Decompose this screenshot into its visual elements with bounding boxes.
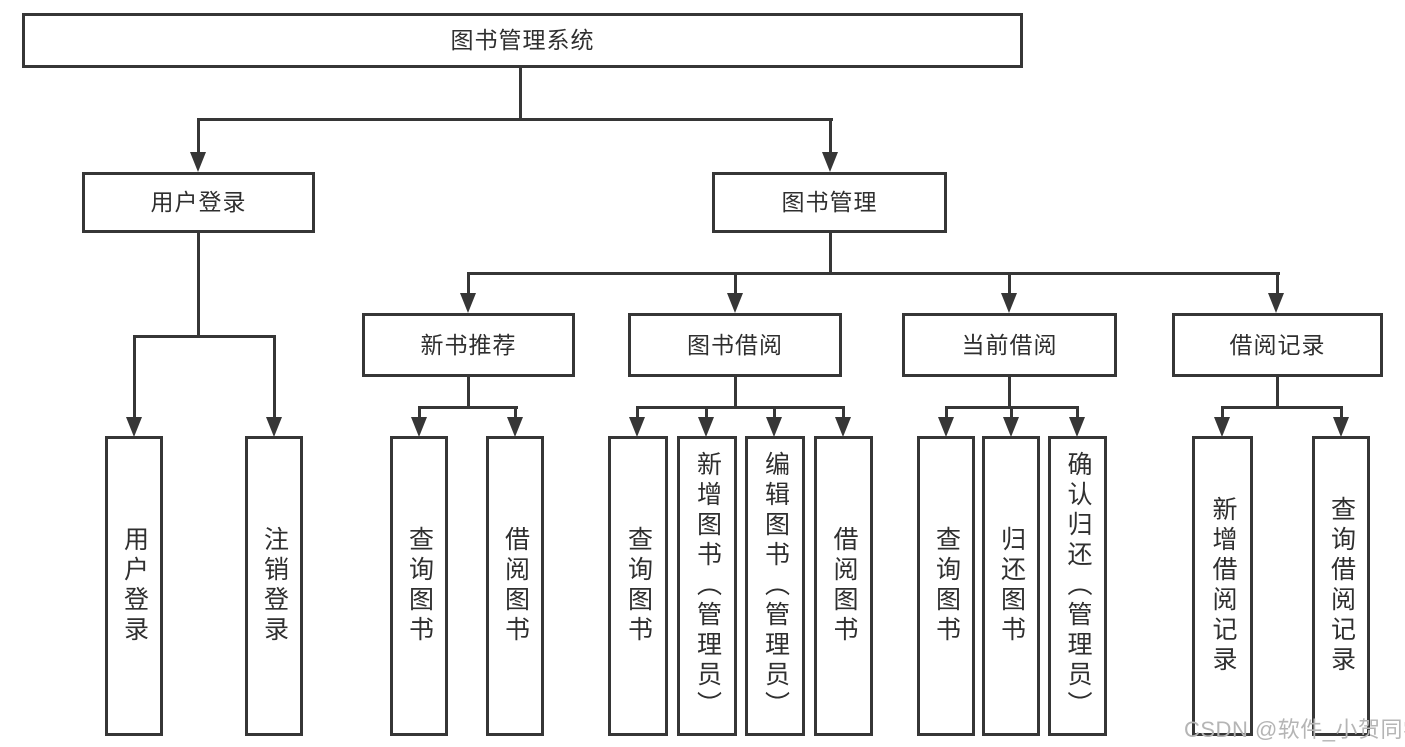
arrowhead-down [1333, 417, 1349, 437]
node-label: 查询图书 [624, 526, 653, 646]
connector-line [133, 335, 276, 338]
connector-line [829, 233, 832, 272]
node-label: 编辑图书（管理员） [761, 451, 790, 721]
connector-line [1276, 272, 1279, 293]
leaf-user-login: 用户登录 [105, 436, 163, 736]
node-label: 借阅记录 [1229, 331, 1326, 358]
connector-line [1276, 377, 1279, 406]
node-label: 图书管理系统 [450, 27, 595, 53]
connector-line [197, 118, 833, 121]
arrowhead-down [698, 417, 714, 437]
connector-line [1008, 377, 1011, 406]
node-label: 图书借阅 [687, 331, 783, 358]
node-label: 当前借阅 [961, 331, 1058, 358]
node-label: 注销登录 [260, 526, 289, 646]
watermark: CSDN @软件_小贺同学 [1184, 717, 1405, 742]
leaf-query-books-2: 查询图书 [608, 436, 668, 736]
node-label: 查询图书 [932, 526, 961, 646]
node-label: 确认归还（管理员） [1064, 451, 1092, 721]
arrowhead-down [507, 417, 523, 437]
leaf-borrow-books-2: 借阅图书 [814, 436, 873, 736]
connector-line [734, 272, 737, 293]
arrowhead-down [629, 417, 645, 437]
connector-line [133, 335, 136, 417]
node-borrow-records: 借阅记录 [1172, 313, 1383, 377]
node-user-login: 用户登录 [82, 172, 315, 233]
arrowhead-down [1268, 293, 1284, 313]
node-new-book-recommend: 新书推荐 [362, 313, 575, 377]
connector-line [705, 406, 708, 417]
arrowhead-down [266, 417, 282, 437]
node-label: 新增图书（管理员） [693, 451, 722, 721]
connector-line [514, 406, 517, 417]
node-label: 借阅图书 [501, 526, 530, 646]
connector-line [829, 118, 832, 155]
connector-line [197, 118, 200, 155]
leaf-query-books-3: 查询图书 [917, 436, 975, 736]
connector-line [773, 406, 776, 417]
arrowhead-down [822, 152, 838, 172]
connector-line [636, 406, 639, 417]
connector-line [1340, 406, 1343, 417]
arrowhead-down [1069, 417, 1085, 437]
connector-line [418, 406, 421, 417]
leaf-return-books: 归还图书 [982, 436, 1040, 736]
node-label: 查询图书 [405, 526, 434, 646]
arrowhead-down [727, 293, 743, 313]
leaf-confirm-return-admin: 确认归还（管理员） [1048, 436, 1107, 736]
connector-line [842, 406, 845, 417]
leaf-logout: 注销登录 [245, 436, 303, 736]
connector-line [1076, 406, 1079, 417]
node-label: 查询借阅记录 [1327, 496, 1356, 676]
arrowhead-down [1214, 417, 1230, 437]
connector-line [418, 406, 518, 409]
arrowhead-down [190, 152, 206, 172]
leaf-query-books-1: 查询图书 [390, 436, 448, 736]
connector-line [734, 377, 737, 406]
connector-line [1221, 406, 1343, 409]
leaf-borrow-books-1: 借阅图书 [486, 436, 544, 736]
arrowhead-down [835, 417, 851, 437]
connector-line [1008, 272, 1011, 293]
node-book-management: 图书管理 [712, 172, 947, 233]
node-book-borrow: 图书借阅 [628, 313, 842, 377]
connector-line [1221, 406, 1224, 417]
arrowhead-down [938, 417, 954, 437]
arrowhead-down [460, 293, 476, 313]
connector-line [636, 406, 845, 409]
connector-line [467, 377, 470, 406]
connector-line [467, 272, 470, 293]
node-label: 用户登录 [120, 526, 149, 646]
leaf-edit-books-admin: 编辑图书（管理员） [745, 436, 805, 736]
leaf-query-borrow-record: 查询借阅记录 [1312, 436, 1370, 736]
leaf-add-books-admin: 新增图书（管理员） [677, 436, 737, 736]
node-label: 归还图书 [997, 526, 1026, 646]
arrowhead-down [1003, 417, 1019, 437]
connector-line [197, 233, 200, 335]
connector-line [519, 68, 522, 118]
node-label: 新书推荐 [420, 331, 517, 358]
node-library-management-system: 图书管理系统 [22, 13, 1023, 68]
node-label: 新增借阅记录 [1209, 496, 1237, 676]
connector-line [1010, 406, 1013, 417]
connector-line [467, 272, 1280, 275]
arrowhead-down [126, 417, 142, 437]
leaf-add-borrow-record: 新增借阅记录 [1192, 436, 1253, 736]
arrowhead-down [1001, 293, 1017, 313]
node-label: 用户登录 [150, 189, 247, 215]
node-current-borrow: 当前借阅 [902, 313, 1117, 377]
connector-line [273, 335, 276, 417]
node-label: 图书管理 [781, 189, 878, 215]
connector-line [945, 406, 948, 417]
node-label: 借阅图书 [830, 526, 858, 646]
arrowhead-down [411, 417, 427, 437]
arrowhead-down [766, 417, 782, 437]
